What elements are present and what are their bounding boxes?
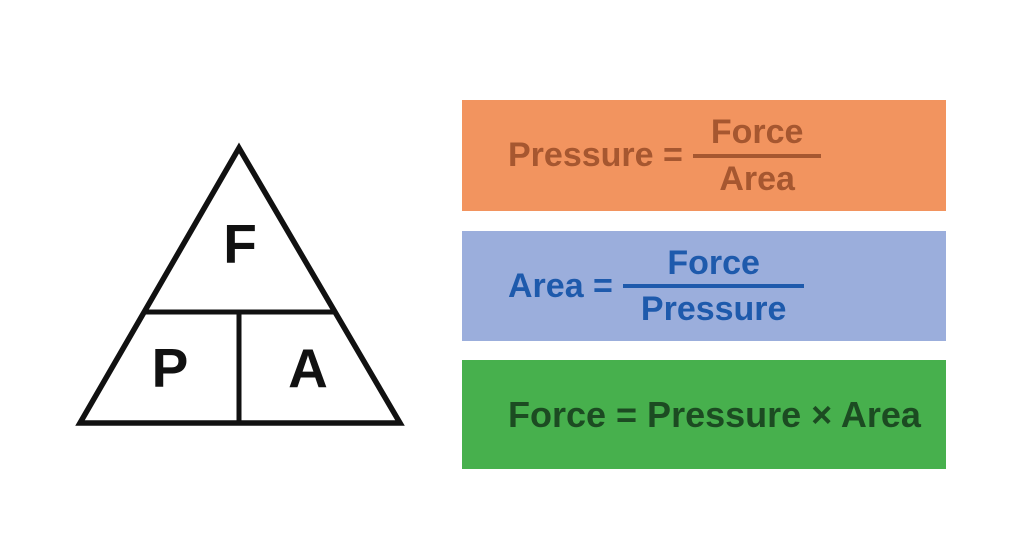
fraction-bar	[622, 284, 805, 288]
area-equation-lhs: Area =	[508, 266, 613, 305]
triangle-label-a: A	[288, 337, 328, 399]
force-equation-text: Force = Pressure × Area	[508, 393, 921, 435]
area-formula-card: Area = Force Pressure	[462, 231, 946, 341]
force-formula-card: Force = Pressure × Area	[462, 360, 946, 469]
area-fraction-denominator: Pressure	[640, 290, 787, 328]
pressure-fraction-denominator: Area	[719, 159, 795, 198]
area-fraction: Force Pressure	[622, 243, 805, 328]
area-fraction-numerator: Force	[667, 243, 760, 282]
triangle-label-p: P	[152, 337, 189, 399]
pressure-fraction: Force Area	[692, 113, 822, 198]
pressure-fraction-numerator: Force	[710, 113, 804, 152]
triangle-label-f: F	[223, 213, 257, 275]
pressure-equation-lhs: Pressure =	[508, 136, 683, 174]
formula-triangle: F P A	[75, 142, 405, 426]
fraction-bar	[692, 153, 822, 158]
pressure-formula-card: Pressure = Force Area	[462, 100, 946, 211]
